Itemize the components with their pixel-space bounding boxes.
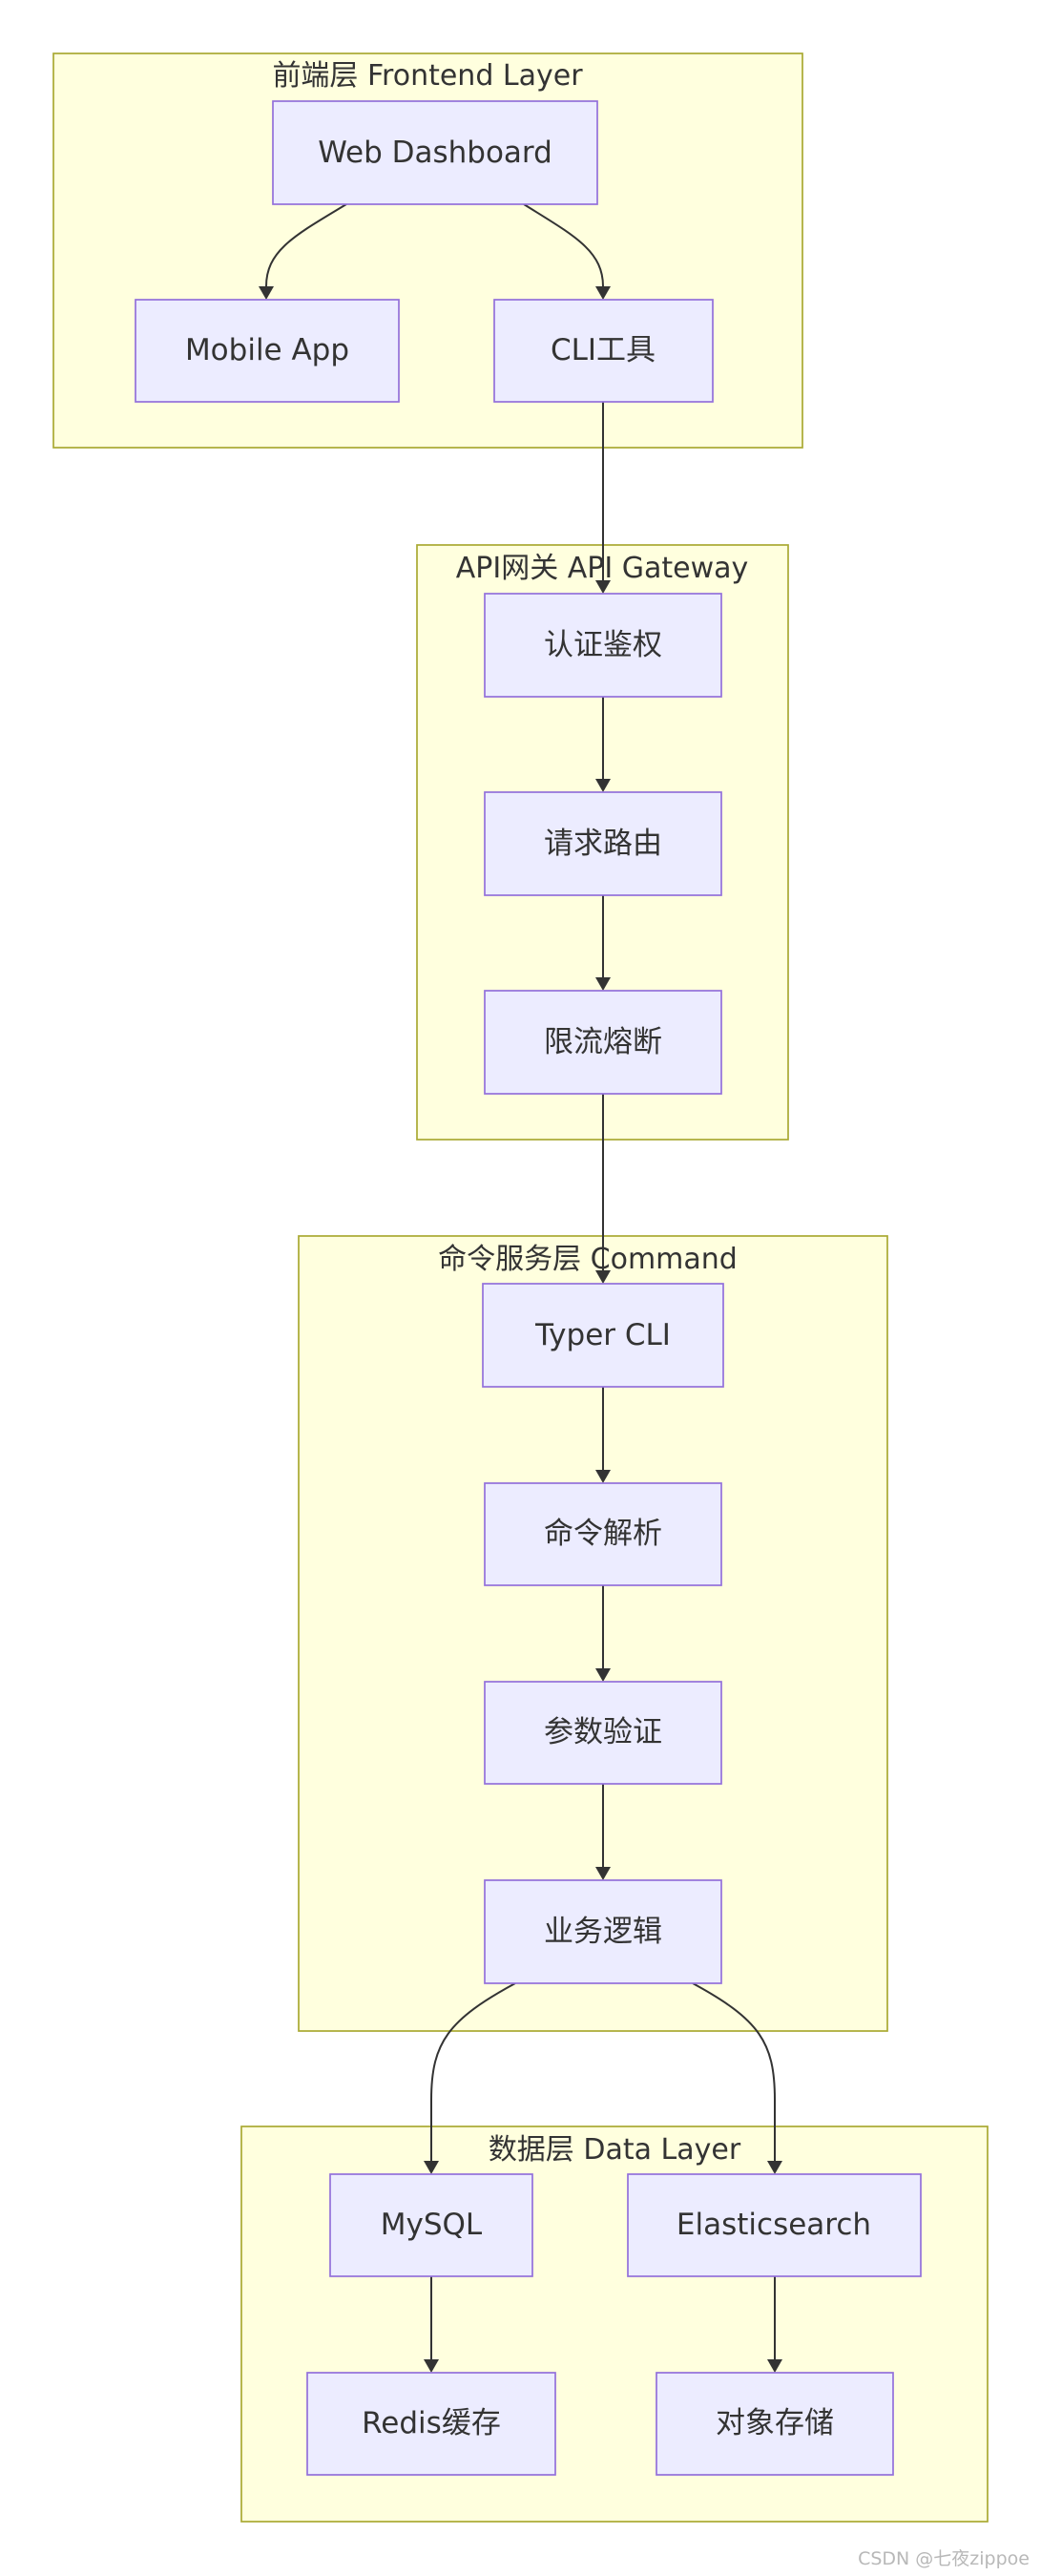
node-cmd-parse: 命令解析 [484,1482,722,1586]
arrowhead-storage [767,2359,782,2373]
edge-business-to-elasticsearch [692,1982,776,2161]
node-typer-cli: Typer CLI [482,1283,724,1388]
node-redis-box [306,2372,556,2476]
node-cli-tool-label: CLI工具 [551,333,656,367]
edges [259,203,782,2373]
arrowhead-mysql [424,2161,439,2174]
arrowhead-redis [424,2359,439,2373]
arrowhead-business [595,1867,611,1880]
node-business-logic-label: 业务逻辑 [544,1915,662,1949]
edge-business-to-mysql [430,1982,516,2161]
node-mobile-app-label: Mobile App [185,333,349,367]
cluster-data-title: 数据层 Data Layer [489,2133,741,2167]
node-param-validate-box [484,1681,722,1785]
node-cli-tool: CLI工具 [493,299,714,403]
arrowhead-mobile [259,286,274,300]
edge-web-to-mobile [265,203,347,287]
node-routing-box [484,791,722,896]
node-auth: 认证鉴权 [484,593,722,698]
node-mysql-box [329,2173,533,2277]
node-mysql-label: MySQL [381,2208,483,2242]
node-param-validate-label: 参数验证 [544,1715,662,1749]
node-elasticsearch: Elasticsearch [627,2173,922,2277]
node-cmd-parse-label: 命令解析 [544,1517,662,1551]
node-mysql: MySQL [329,2173,533,2277]
node-web-dashboard: Web Dashboard [272,100,598,205]
node-rate-limit-box [484,990,722,1095]
arrowhead-validate [595,1668,611,1682]
node-redis-label: Redis缓存 [362,2406,501,2440]
arrowhead-elasticsearch [767,2161,782,2174]
node-routing: 请求路由 [484,791,722,896]
cluster-frontend-title: 前端层 Frontend Layer [272,59,583,93]
arrowhead-auth [595,580,611,594]
arrowhead-cli [595,286,611,300]
node-mobile-app: Mobile App [135,299,400,403]
node-object-storage: 对象存储 [656,2372,894,2476]
node-typer-cli-box [482,1283,724,1388]
node-object-storage-box [656,2372,894,2476]
node-param-validate: 参数验证 [484,1681,722,1785]
node-object-storage-label: 对象存储 [716,2406,834,2440]
node-rate-limit-label: 限流熔断 [544,1025,662,1059]
node-cmd-parse-box [484,1482,722,1586]
node-mobile-app-box [135,299,400,403]
node-elasticsearch-box [627,2173,922,2277]
node-web-dashboard-box [272,100,598,205]
node-rate-limit: 限流熔断 [484,990,722,1095]
node-business-logic: 业务逻辑 [484,1879,722,1984]
node-business-logic-box [484,1879,722,1984]
arrowhead-parse [595,1470,611,1483]
node-web-dashboard-label: Web Dashboard [318,136,552,170]
node-routing-label: 请求路由 [544,827,662,861]
cluster-command-title: 命令服务层 Command [438,1243,738,1276]
node-auth-box [484,593,722,698]
node-redis: Redis缓存 [306,2372,556,2476]
arrowhead-typer [595,1270,611,1284]
watermark-text: CSDN @七夜zippoe [858,2548,1030,2569]
arrowhead-ratelimit [595,977,611,991]
arrowhead-routing [595,779,611,792]
node-elasticsearch-label: Elasticsearch [677,2208,871,2242]
node-typer-cli-label: Typer CLI [534,1318,671,1352]
node-auth-label: 认证鉴权 [544,628,662,662]
edge-web-to-cli [523,203,604,287]
node-cli-tool-box [493,299,714,403]
